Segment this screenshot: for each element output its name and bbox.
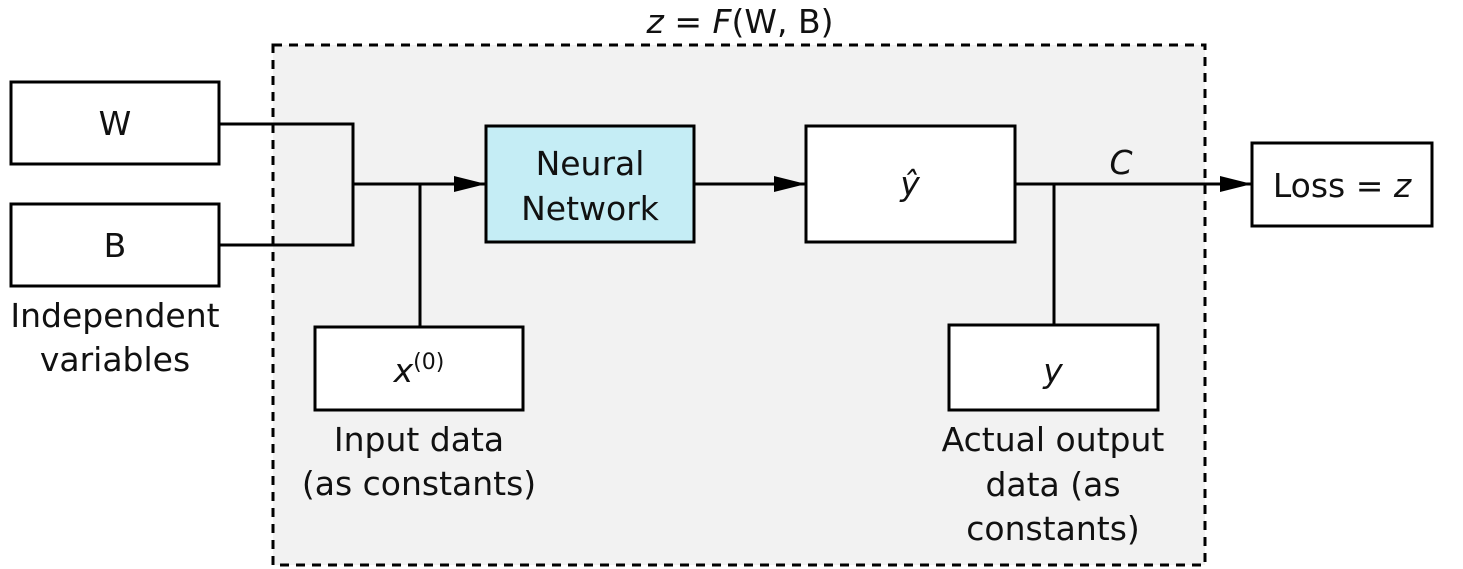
w-label: W (99, 104, 132, 143)
actual-output-caption-line3: constants) (966, 509, 1140, 548)
neural-network-label-line1: Neural (536, 144, 645, 183)
input-data-node: x(0) (313, 325, 525, 412)
neural-network-label-line2: Network (521, 189, 660, 228)
neural-network-node: Neural Network (484, 124, 696, 244)
w-node: W (9, 80, 221, 166)
loss-node: Loss = z (1250, 141, 1434, 228)
actual-output-node: y (947, 323, 1160, 412)
w-connector (219, 122, 355, 183)
loss-label: Loss = z (1273, 166, 1412, 205)
b-label: B (104, 226, 127, 265)
independent-variables-caption-line2: variables (40, 340, 190, 379)
b-node: B (9, 202, 221, 288)
independent-variables-caption-line1: Independent (10, 296, 219, 335)
actual-output-caption-line2: data (as (985, 465, 1120, 504)
prediction-label: ŷ (899, 164, 920, 203)
actual-output-caption-line1: Actual output (942, 420, 1165, 459)
b-connector (219, 183, 355, 247)
function-title: z = F(W, B) (646, 2, 834, 41)
input-data-caption-line2: (as constants) (302, 464, 536, 503)
cost-label: C (1109, 143, 1132, 182)
input-data-label: x(0) (393, 350, 445, 390)
function-region (271, 43, 1207, 567)
actual-output-label: y (1042, 351, 1063, 390)
input-data-caption-line1: Input data (334, 420, 504, 459)
prediction-node: ŷ (804, 124, 1017, 244)
